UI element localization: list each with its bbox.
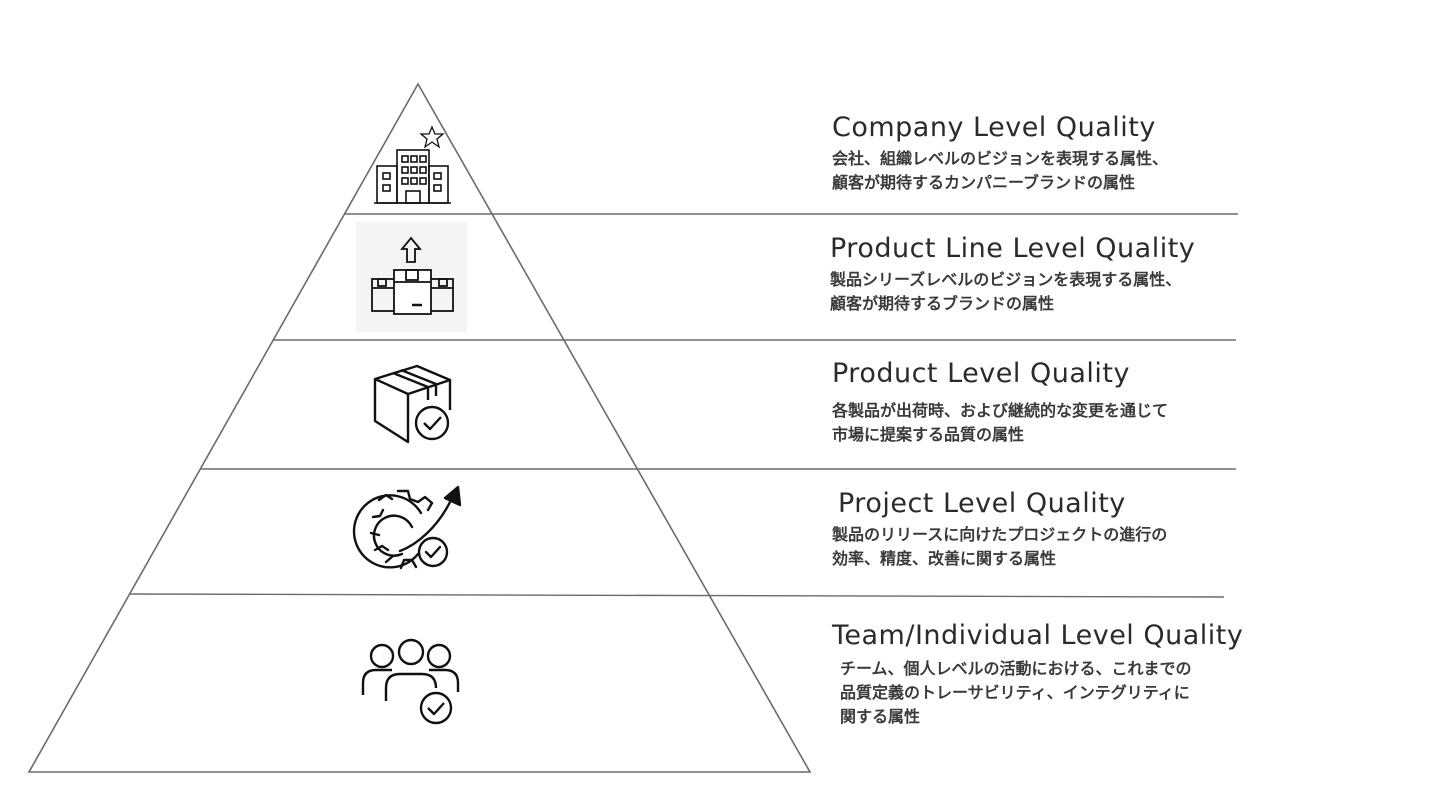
description-line: 効率、精度、改善に関する属性 <box>832 549 1057 568</box>
level-title: Product Line Level Quality <box>830 233 1196 264</box>
description-line: 製品のリリースに向けたプロジェクトの進行の <box>832 525 1168 544</box>
description-line: 顧客が期待するブランドの属性 <box>830 294 1055 313</box>
level-description: 各製品が出荷時、および継続的な変更を通じて 市場に提案する品質の属性 <box>832 399 1168 447</box>
level-title: Product Level Quality <box>832 358 1130 389</box>
gear-growth-check-icon <box>352 485 462 570</box>
divider-line-4 <box>129 593 1225 598</box>
level-title: Project Level Quality <box>838 488 1126 519</box>
level-title: Company Level Quality <box>832 112 1156 143</box>
level-description: チーム、個人レベルの活動における、これまでの 品質定義のトレーサビリティ、インテ… <box>840 657 1243 729</box>
level-description: 会社、組織レベルのビジョンを表現する属性、 顧客が期待するカンパニーブランドの属… <box>832 147 1168 195</box>
level-product: Product Level Quality 各製品が出荷時、および継続的な変更を… <box>832 358 1168 447</box>
level-product-line: Product Line Level Quality 製品シリーズレベルのビジョ… <box>830 233 1195 316</box>
package-check-icon <box>373 364 452 444</box>
level-title: Team/Individual Level Quality <box>832 620 1244 651</box>
description-line: 製品シリーズレベルのビジョンを表現する属性、 <box>830 270 1182 289</box>
level-project: Project Level Quality 製品のリリースに向けたプロジェクトの… <box>832 488 1167 571</box>
team-check-icon <box>361 638 460 725</box>
level-description: 製品シリーズレベルのビジョンを表現する属性、 顧客が期待するブランドの属性 <box>830 268 1195 316</box>
description-line: 顧客が期待するカンパニーブランドの属性 <box>832 173 1136 192</box>
description-line: 関する属性 <box>840 707 921 726</box>
description-line: 品質定義のトレーサビリティ、インテグリティに <box>840 683 1190 702</box>
description-line: 市場に提案する品質の属性 <box>832 425 1025 444</box>
description-line: 各製品が出荷時、および継続的な変更を通じて <box>832 401 1169 420</box>
level-team-individual: Team/Individual Level Quality チーム、個人レベルの… <box>832 620 1243 729</box>
level-company: Company Level Quality 会社、組織レベルのビジョンを表現する… <box>832 112 1168 195</box>
description-line: チーム、個人レベルの活動における、これまでの <box>840 659 1192 678</box>
pyramid-outline <box>27 82 812 773</box>
boxes-up-arrow-icon <box>371 236 454 315</box>
level-description: 製品のリリースに向けたプロジェクトの進行の 効率、精度、改善に関する属性 <box>832 523 1167 571</box>
description-line: 会社、組織レベルのビジョンを表現する属性、 <box>832 149 1169 168</box>
office-building-star-icon <box>374 125 451 204</box>
